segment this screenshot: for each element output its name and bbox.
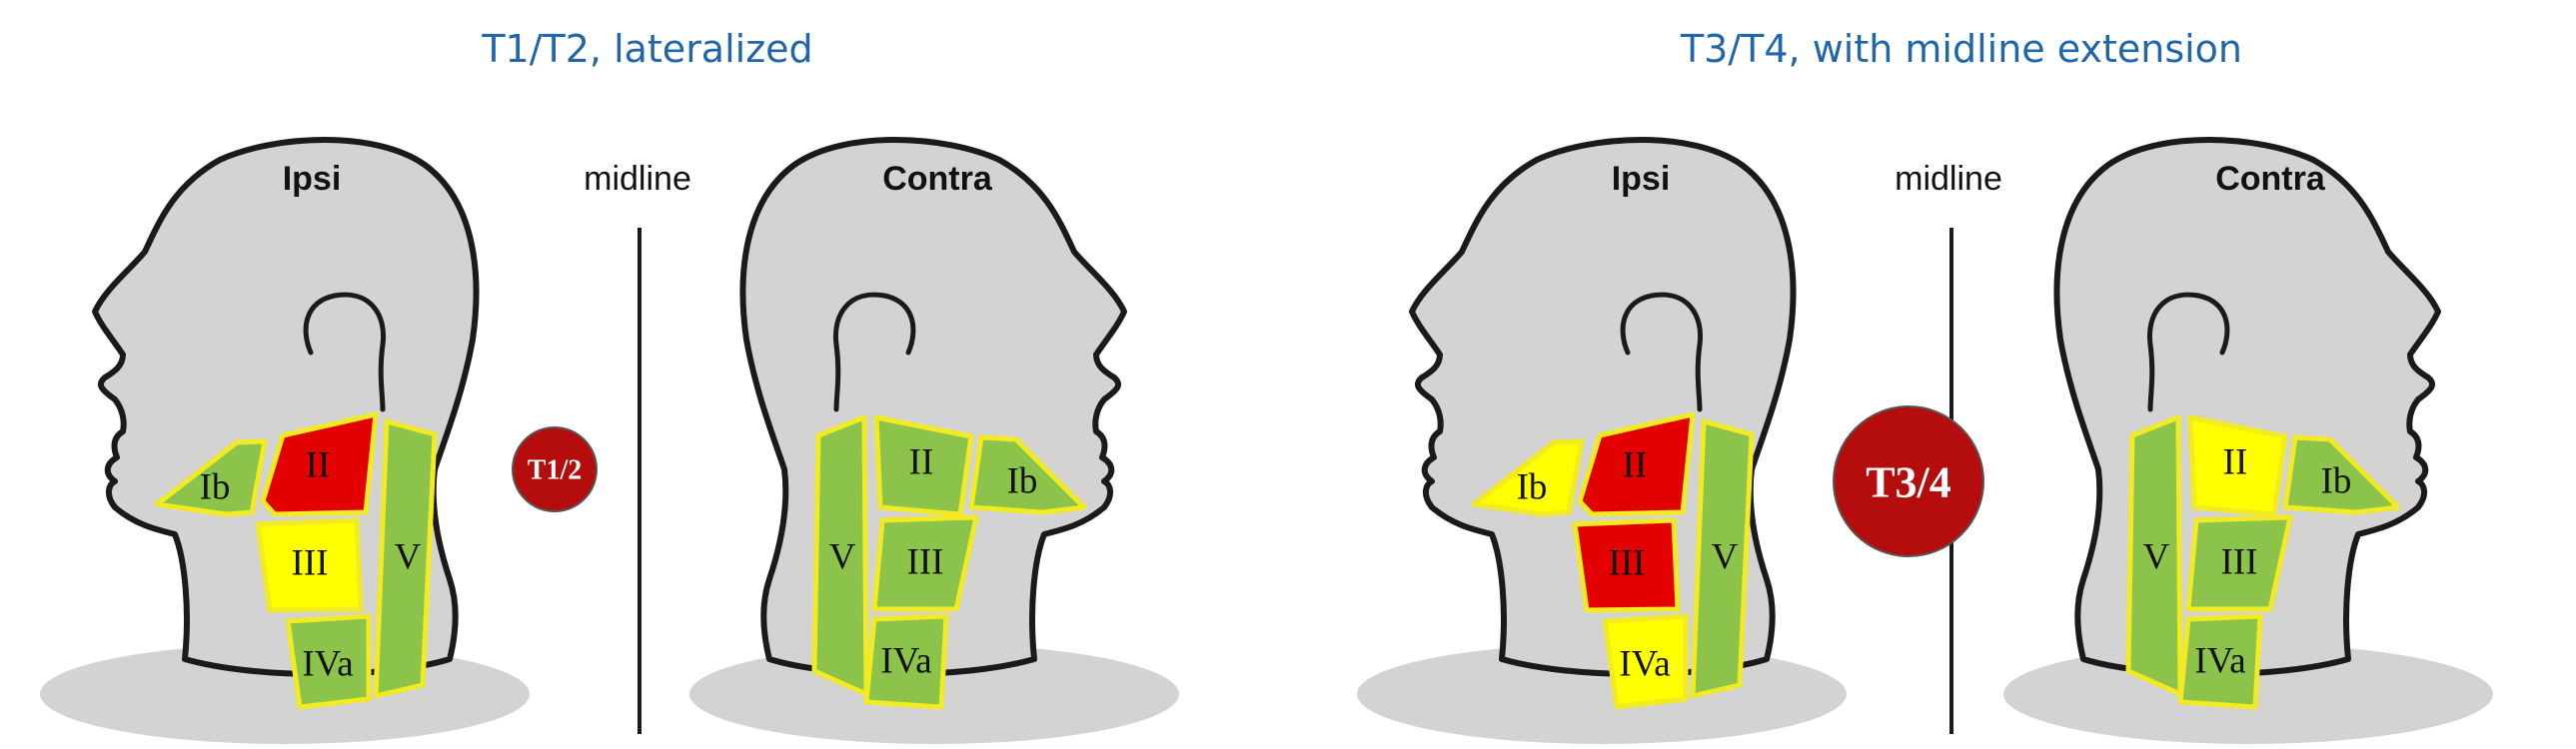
level-ii-ipsi-label-panel2: II [1623,445,1648,486]
level-iva-ipsi-zone-panel1 [285,613,372,710]
level-ii-contra-label-panel1: II [909,442,934,483]
level-iii-ipsi-zone-panel2 [1572,517,1681,613]
level-v-ipsi-zone-panel2 [1690,418,1755,699]
contra-label-left: Contra [882,160,993,198]
level-iii-ipsi-label-panel1: III [292,543,329,584]
level-ii-contra-zone-panel1 [873,414,974,517]
level-v-ipsi-label-panel1: V [395,537,422,578]
tumor-label-right: T3/4 [1866,458,1951,507]
panel-title-right: T3/T4, with midline extension [1680,27,2242,71]
level-ii-ipsi-label-panel1: II [306,445,331,486]
tumor-marker-right: T3/4 [1833,405,1984,557]
level-iva-ipsi-label-panel1: IVa [302,644,353,685]
tumor-label-left: T1/2 [528,455,582,486]
level-iva-contra-zone-panel2 [2177,613,2263,710]
level-v-ipsi-zone-panel1 [373,418,438,699]
level-v-contra-label-panel1: V [829,537,856,578]
contra-label-right: Contra [2215,160,2326,198]
level-iii-contra-label-panel2: III [2221,542,2258,583]
level-ib-ipsi-zone-panel1 [154,438,268,517]
level-ib-ipsi-label-panel1: Ib [200,467,231,508]
level-ii-contra-zone-panel2 [2187,414,2288,517]
level-ii-ipsi-zone-panel2 [1577,411,1696,517]
panel-title-left: T1/T2, lateralized [481,27,812,71]
level-iva-contra-zone-panel1 [863,613,949,710]
level-v-ipsi-label-panel2: V [1712,537,1739,578]
level-ib-contra-label-panel2: Ib [2321,461,2352,502]
level-iva-contra-label-panel1: IVa [880,641,931,682]
level-iii-contra-zone-panel1 [871,514,979,612]
midline-label-right: midline [1895,160,2002,198]
level-iii-contra-label-panel1: III [907,542,944,583]
level-ib-ipsi-label-panel2: Ib [1517,467,1548,508]
tumor-marker-left: T1/2 [512,426,598,512]
level-ib-contra-zone-panel1 [968,434,1087,515]
level-ii-contra-label-panel2: II [2223,442,2248,483]
level-iii-ipsi-label-panel2: III [1609,543,1646,584]
midline-label-left: midline [584,160,691,198]
level-iva-ipsi-label-panel2: IVa [1619,644,1670,685]
level-v-contra-label-panel2: V [2143,537,2170,578]
level-iva-ipsi-zone-panel2 [1602,613,1689,710]
level-ii-ipsi-zone-panel1 [260,411,379,517]
level-iii-contra-zone-panel2 [2185,514,2293,612]
ipsi-label-right: Ipsi [1612,160,1671,198]
level-iii-ipsi-zone-panel1 [255,517,364,613]
ipsi-label-left: Ipsi [283,160,342,198]
level-ib-contra-zone-panel2 [2282,434,2401,515]
level-iva-contra-label-panel2: IVa [2194,641,2245,682]
level-ib-contra-label-panel1: Ib [1007,461,1038,502]
level-ib-ipsi-zone-panel2 [1471,438,1585,517]
